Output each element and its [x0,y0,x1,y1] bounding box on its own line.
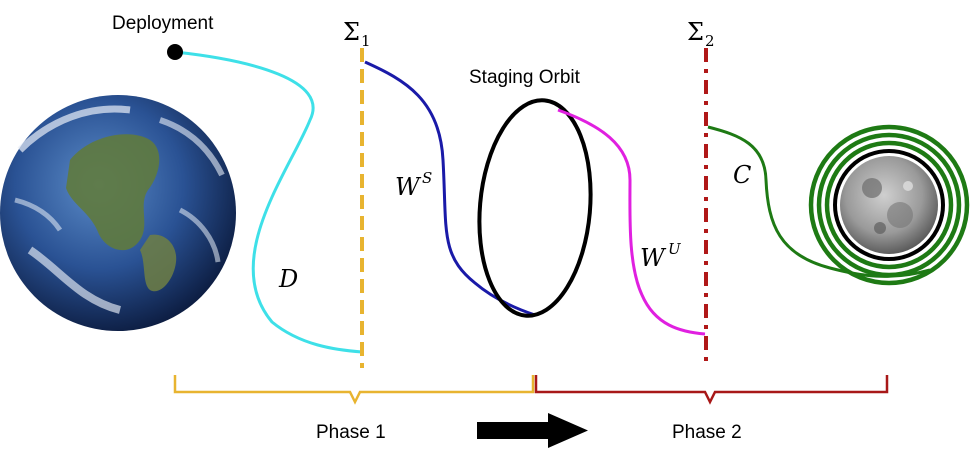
d-arc-label: D [278,265,298,293]
right-arrow-icon [477,413,588,448]
deployment-point [167,44,183,60]
c-arc-label: C [733,161,751,189]
sigma2-subscript: 2 [705,32,715,50]
sigma2-symbol: Σ [687,18,704,46]
earth-icon [0,95,236,331]
ws-arc-superscript: S [422,169,432,187]
ws-arc-label: W [395,173,422,201]
phase1-brace [175,375,533,402]
phase1-label: Phase 1 [316,422,386,443]
moon-icon [811,127,967,283]
wu-arc [558,110,705,334]
staging-orbit [471,96,599,321]
sigma1-subscript: 1 [361,32,371,50]
wu-arc-label: W [640,244,667,272]
phase2-brace [536,375,887,402]
phase2-label: Phase 2 [672,422,742,443]
deployment-label: Deployment [112,13,214,34]
sigma1-symbol: Σ [343,18,360,46]
ws-arc [365,62,535,315]
wu-arc-superscript: U [668,240,682,258]
staging-orbit-label: Staging Orbit [469,67,581,88]
